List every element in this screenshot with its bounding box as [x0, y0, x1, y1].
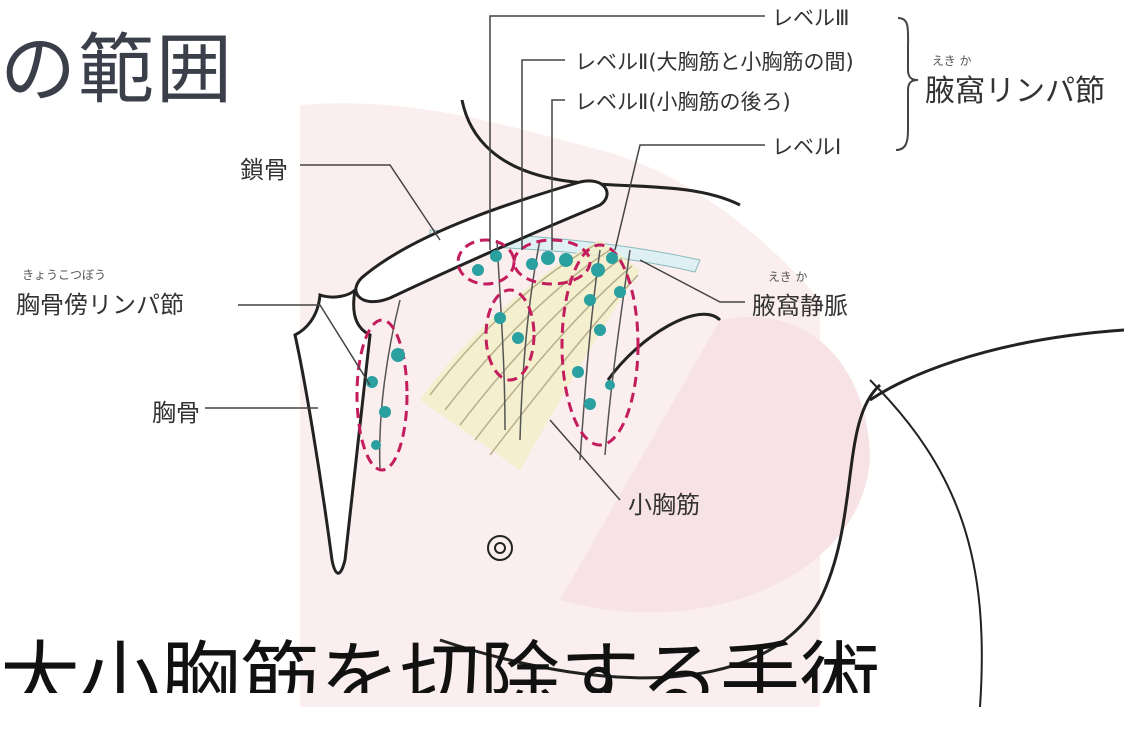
- parasternal-ruby: きょうこつぼう: [22, 266, 106, 283]
- label-level1: レベルⅠ: [772, 131, 841, 161]
- label-pectoralis-minor: 小胸筋: [628, 485, 700, 520]
- label-sternum: 胸骨: [152, 393, 200, 428]
- arm-line: [870, 330, 1124, 400]
- label-level2b: レベルⅡ(小胸筋の後ろ): [575, 86, 791, 116]
- label-level2a: レベルⅡ(大胸筋と小胸筋の間): [575, 46, 854, 76]
- bottom-curve: [870, 380, 982, 707]
- bottom-partial-caption: 大小胸筋を切除する手術: [0, 615, 880, 731]
- axillary-vein-ruby: えき か: [768, 268, 807, 285]
- label-clavicle: 鎖骨: [240, 150, 288, 185]
- label-parasternal-lymph-nodes: 胸骨傍リンパ節: [16, 285, 184, 320]
- label-level3: レベルⅢ: [772, 2, 849, 32]
- label-axillary-vein: 腋窩静脈: [752, 286, 848, 321]
- level-brace: [896, 18, 918, 150]
- label-axillary-lymph-nodes: 腋窩リンパ節: [925, 66, 1105, 110]
